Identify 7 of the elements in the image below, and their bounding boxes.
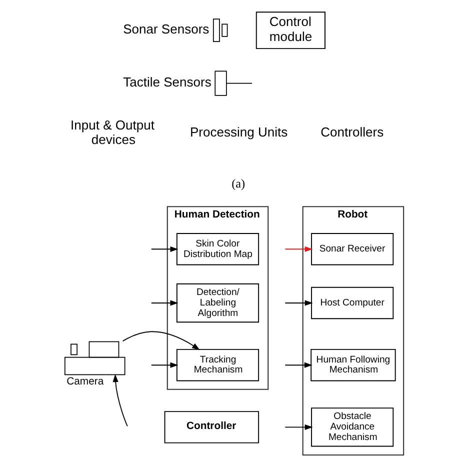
node-label: Tactile Sensors xyxy=(122,74,211,90)
label: Processing Units xyxy=(189,124,288,140)
node-label: Camera xyxy=(66,376,104,388)
label: Input & Output devices xyxy=(70,117,154,148)
label: Controllers xyxy=(320,124,384,140)
node-label: Sonar Sensors xyxy=(122,21,209,36)
label: (a) xyxy=(231,176,245,190)
